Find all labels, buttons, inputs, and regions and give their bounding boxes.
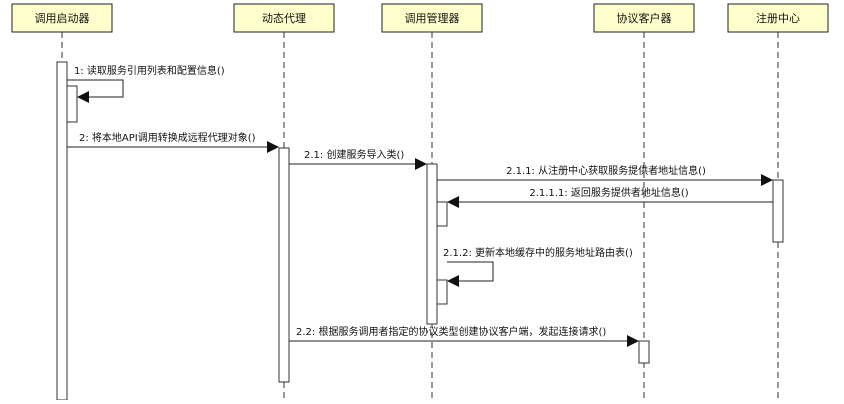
activation-manager — [426, 163, 438, 325]
message-label: 2.1.2: 更新本地缓存中的服务地址路由表() — [443, 246, 633, 259]
participant-registry: 注册中心 — [727, 3, 829, 33]
activation-proxy — [278, 147, 290, 383]
participant-box — [233, 3, 335, 33]
activation-registry — [772, 179, 784, 243]
participant-label: 调用启动器 — [35, 12, 90, 25]
message-label: 1: 读取服务引用列表和配置信息() — [74, 64, 225, 77]
participant-label: 注册中心 — [756, 11, 800, 25]
message-1: 1: 读取服务引用列表和配置信息() — [67, 64, 225, 103]
message-line — [67, 79, 124, 98]
message-line — [447, 261, 494, 282]
arrowhead — [77, 91, 89, 103]
message-label: 2.1.1: 从注册中心获取服务提供者地址信息() — [506, 164, 706, 177]
message-label: 2.1: 创建服务导入类() — [304, 148, 404, 161]
message-2: 2: 将本地API调用转换成远程代理对象() — [67, 131, 279, 153]
message-2-1: 2.1: 创建服务导入类() — [289, 148, 427, 170]
activation-launcher-self — [66, 85, 78, 123]
participant-launcher: 调用启动器 — [11, 3, 113, 33]
arrowhead — [447, 196, 459, 208]
arrowhead — [761, 174, 773, 186]
arrowhead — [627, 335, 639, 347]
participant-label: 调用管理器 — [405, 11, 460, 25]
message-2-1-2: 2.1.2: 更新本地缓存中的服务地址路由表() — [443, 246, 633, 287]
participant-proxy: 动态代理 — [233, 3, 335, 33]
participant-box — [593, 3, 695, 33]
message-2-1-1-1: 2.1.1.1: 返回服务提供者地址信息() — [447, 186, 773, 208]
message-label: 2.1.1.1: 返回服务提供者地址信息() — [529, 186, 688, 199]
participant-box — [11, 3, 113, 33]
participant-manager: 调用管理器 — [381, 3, 483, 33]
participant-label: 动态代理 — [262, 12, 306, 25]
arrowhead — [415, 158, 427, 170]
participant-client: 协议客户器 — [593, 3, 695, 33]
arrowhead — [267, 141, 279, 153]
participant-label: 协议客户器 — [617, 11, 672, 25]
activation-client — [638, 340, 650, 364]
activation-manager-self — [436, 279, 448, 305]
participant-box — [727, 3, 829, 33]
message-label: 2.2: 根据服务调用者指定的协议类型创建协议客户端，发起连接请求() — [296, 325, 606, 338]
message-2-2: 2.2: 根据服务调用者指定的协议类型创建协议客户端，发起连接请求() — [289, 325, 639, 347]
arrowhead — [447, 275, 459, 287]
message-2-1-1: 2.1.1: 从注册中心获取服务提供者地址信息() — [437, 164, 773, 186]
message-label: 2: 将本地API调用转换成远程代理对象() — [79, 131, 256, 144]
activation-manager-return — [436, 201, 448, 227]
participant-box — [381, 3, 483, 33]
activation-launcher — [56, 61, 68, 401]
